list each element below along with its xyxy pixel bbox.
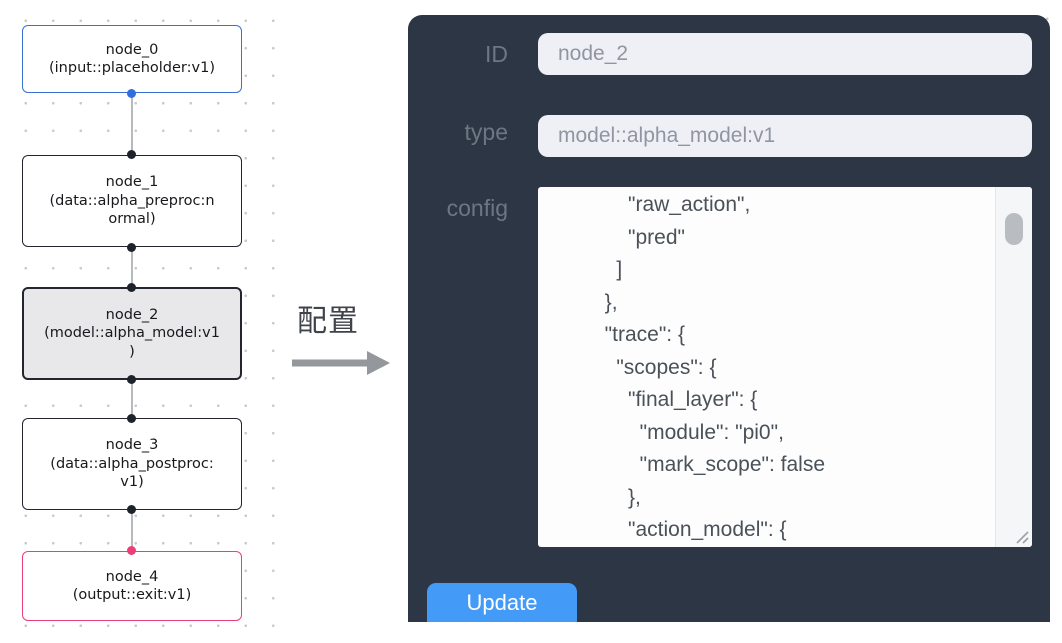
flow-canvas[interactable]: node_0 (input::placeholder:v1) node_1 (d… (0, 0, 276, 643)
panel-canvas: ID type config "raw_action", "pred" ] },… (392, 0, 1062, 622)
node-subtitle: (data::alpha_postproc: v1) (50, 455, 214, 491)
handle-node1-target[interactable] (127, 150, 136, 159)
handle-node2-target[interactable] (127, 283, 136, 292)
node-postproc[interactable]: node_3 (data::alpha_postproc: v1) (22, 418, 242, 510)
scrollbar-thumb[interactable] (1005, 213, 1023, 245)
config-annotation: 配置 (292, 296, 402, 378)
id-input[interactable] (538, 33, 1032, 75)
handle-node4-target[interactable] (127, 546, 136, 555)
node-title: node_3 (105, 437, 159, 454)
node-config-panel: ID type config "raw_action", "pred" ] },… (408, 15, 1050, 622)
config-label: config (446, 195, 508, 221)
config-textarea[interactable]: "raw_action", "pred" ] }, "trace": { "sc… (538, 187, 1032, 547)
node-subtitle: (output::exit:v1) (72, 587, 192, 603)
node-subtitle: (data::alpha_preproc:n ormal) (49, 192, 215, 228)
node-input[interactable]: node_0 (input::placeholder:v1) (22, 25, 242, 93)
config-json-text: "raw_action", "pred" ] }, "trace": { "sc… (604, 193, 826, 541)
node-output[interactable]: node_4 (output::exit:v1) (22, 551, 242, 621)
node-title: node_2 (105, 306, 159, 323)
handle-node1-source[interactable] (127, 243, 136, 252)
node-title: node_1 (105, 174, 159, 191)
update-button[interactable]: Update (427, 583, 577, 622)
right-arrow-icon (292, 351, 390, 375)
annotation-label: 配置 (297, 305, 359, 338)
type-label: type (464, 119, 508, 145)
config-scrollbar[interactable] (995, 187, 1032, 547)
handle-node0-source[interactable] (127, 89, 136, 98)
resize-handle-icon[interactable] (1013, 528, 1029, 544)
node-subtitle: (input::placeholder:v1) (48, 60, 215, 76)
handle-node2-source[interactable] (127, 375, 136, 384)
node-preproc[interactable]: node_1 (data::alpha_preproc:n ormal) (22, 155, 242, 247)
id-label: ID (485, 41, 508, 67)
node-title: node_0 (105, 41, 159, 58)
node-subtitle: (model::alpha_model:v1 ) (44, 325, 220, 360)
handle-node3-source[interactable] (127, 505, 136, 514)
handle-node3-target[interactable] (127, 414, 136, 423)
type-input[interactable] (538, 115, 1032, 157)
node-title: node_4 (105, 568, 159, 585)
node-model-selected[interactable]: node_2 (model::alpha_model:v1 ) (22, 287, 242, 380)
